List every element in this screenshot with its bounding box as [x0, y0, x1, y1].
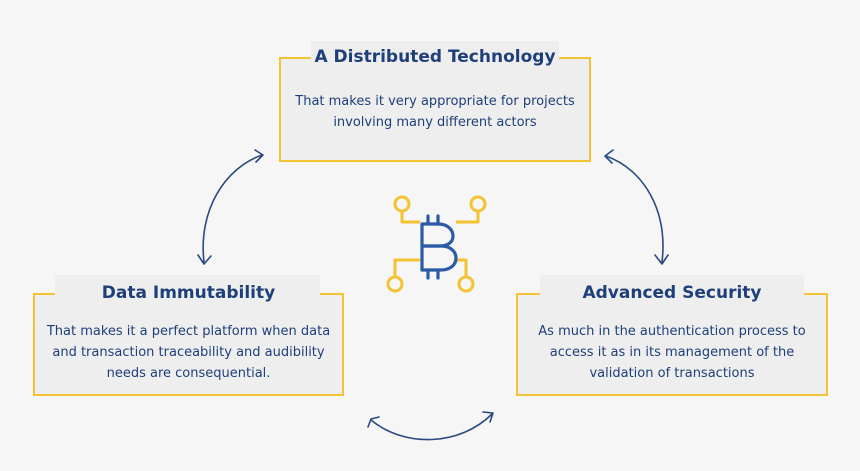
arrow-top-to-left [197, 149, 264, 265]
card-top-edge-right [320, 293, 344, 295]
card-title: A Distributed Technology [314, 47, 556, 67]
arrow-bottom [367, 411, 494, 441]
card-data-immutability: Data Immutability That makes it a perfec… [33, 275, 344, 396]
title-tab [540, 275, 804, 305]
card-top-edge-right [804, 293, 828, 295]
description-line: That makes it a perfect platform when da… [46, 324, 331, 339]
arrow-top-to-right [604, 149, 669, 265]
card-distributed-technology: A Distributed Technology That makes it v… [279, 41, 591, 162]
title-tab [311, 41, 559, 69]
bitcoin-circuit-icon [386, 195, 487, 293]
card-advanced-security: Advanced Security As much in the authent… [516, 275, 828, 396]
description-line: access it as in its management of the [549, 345, 795, 360]
card-description: That makes it very appropriate for proje… [281, 91, 589, 133]
description-line: That makes it very appropriate for proje… [295, 94, 575, 109]
description-line: and transaction traceability and audibil… [52, 345, 325, 360]
title-tab [55, 275, 320, 305]
card-title: Data Immutability [101, 283, 276, 303]
card-top-edge-right [559, 57, 591, 59]
card-top-edge-left [279, 57, 311, 59]
description-line: needs are consequential. [106, 366, 271, 381]
card-title: Advanced Security [582, 283, 762, 303]
description-line: As much in the authentication process to [538, 324, 806, 339]
card-description: That makes it a perfect platform when da… [35, 321, 342, 384]
description-line: involving many different actors [333, 115, 537, 130]
card-top-edge-left [33, 293, 55, 295]
card-top-edge-left [516, 293, 540, 295]
card-description: As much in the authentication process to… [518, 321, 826, 384]
description-line: validation of transactions [589, 366, 755, 381]
